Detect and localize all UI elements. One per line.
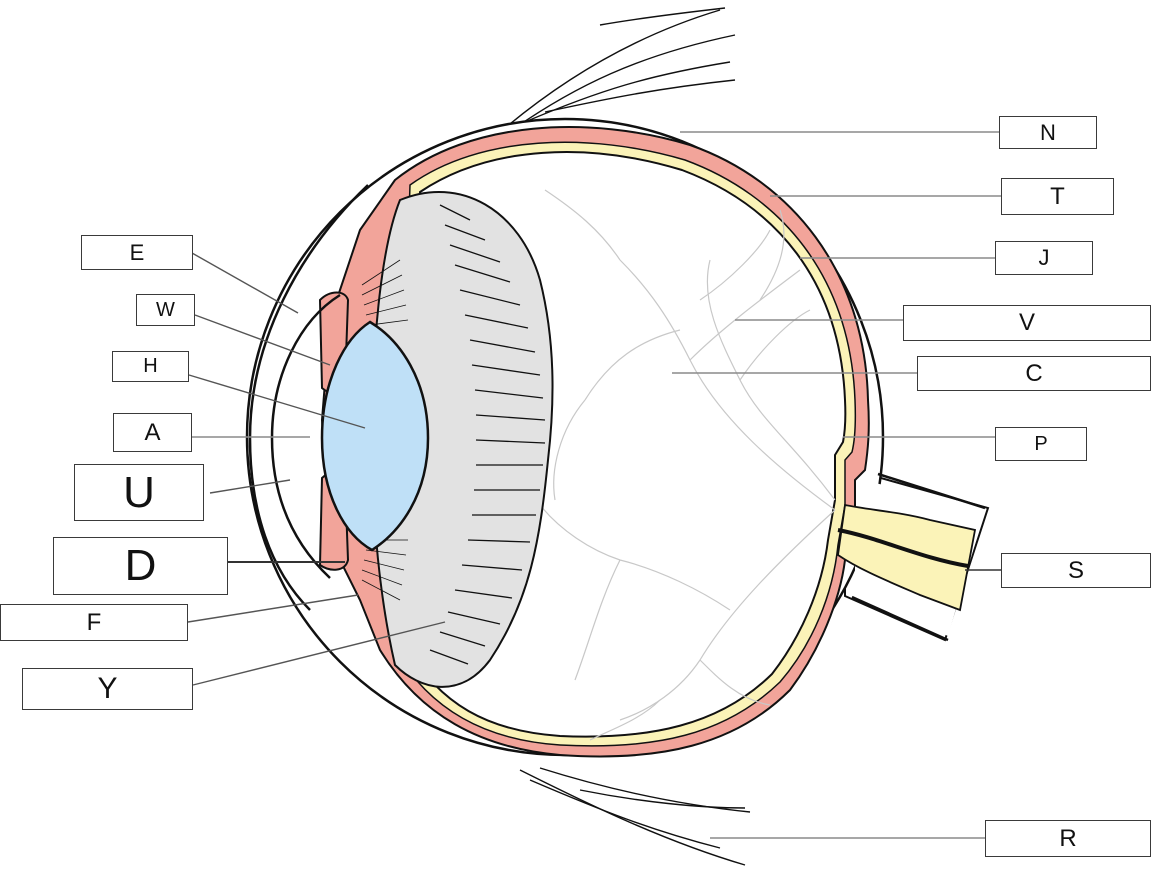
label-y-text: Y (97, 672, 118, 705)
leader-lines (187, 131, 1001, 839)
cornea-outer (248, 184, 369, 611)
label-d-text: D (124, 541, 157, 590)
label-n[interactable]: N (999, 116, 1097, 149)
label-h-text: H (143, 355, 158, 377)
label-j[interactable]: J (995, 241, 1093, 275)
upper-muscle-strands (479, 7, 736, 151)
leader-y (192, 621, 446, 686)
cornea-inner (270, 293, 341, 579)
label-d[interactable]: D (53, 537, 228, 595)
label-e-text: E (129, 239, 145, 265)
label-p[interactable]: P (995, 427, 1087, 461)
label-s[interactable]: S (1001, 553, 1151, 588)
label-a-text: A (144, 418, 161, 446)
label-h[interactable]: H (112, 351, 189, 382)
label-v[interactable]: V (903, 305, 1151, 341)
label-t[interactable]: T (1001, 178, 1114, 215)
label-y[interactable]: Y (22, 668, 193, 710)
central-retinal-vessel (837, 528, 969, 568)
leader-f (187, 594, 359, 623)
label-f[interactable]: F (0, 604, 188, 641)
label-r[interactable]: R (985, 820, 1151, 857)
lens (320, 320, 430, 552)
label-j-text: J (1038, 245, 1050, 270)
label-u[interactable]: U (74, 464, 204, 521)
leader-h (188, 374, 366, 429)
label-w[interactable]: W (136, 294, 195, 326)
leader-w (194, 314, 331, 366)
retinal-vessels (539, 189, 836, 741)
label-u-text: U (123, 467, 155, 517)
label-t-text: T (1050, 182, 1065, 210)
leader-e (191, 252, 299, 314)
label-a[interactable]: A (113, 413, 192, 452)
label-f-text: F (86, 608, 102, 636)
label-n-text: N (1040, 119, 1056, 145)
ciliary-processes (429, 204, 546, 665)
lower-muscle-strands (519, 767, 751, 866)
label-s-text: S (1067, 556, 1084, 584)
leader-u (209, 479, 291, 494)
label-c[interactable]: C (917, 356, 1151, 391)
label-p-text: P (1034, 432, 1048, 455)
label-r-text: R (1059, 824, 1077, 852)
label-w-text: W (156, 298, 175, 321)
label-v-text: V (1018, 309, 1035, 336)
optic-nerve (837, 503, 977, 612)
label-e[interactable]: E (81, 235, 193, 270)
label-c-text: C (1025, 359, 1043, 387)
